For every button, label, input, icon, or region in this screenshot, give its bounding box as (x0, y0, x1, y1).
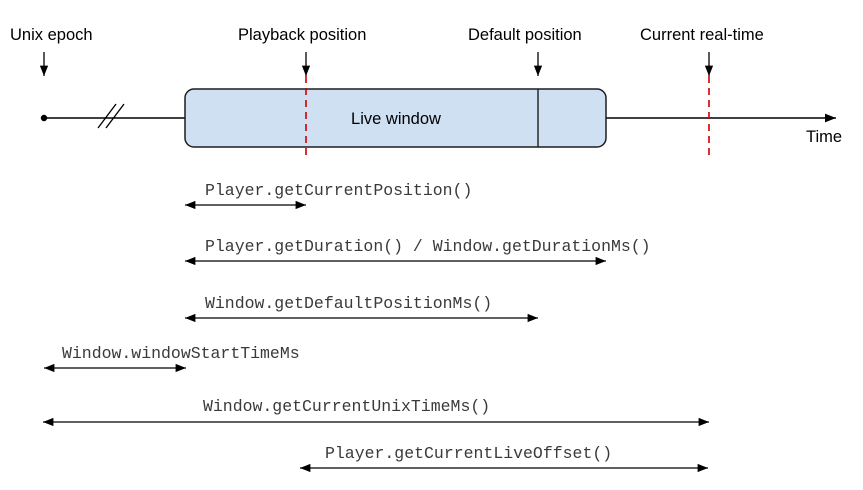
measurement-label-window-get-current-unix-time-ms: Window.getCurrentUnixTimeMs() (203, 397, 490, 416)
marker-unix-epoch: Unix epoch (10, 26, 93, 76)
measurement-label-player-get-current-live-offset: Player.getCurrentLiveOffset() (325, 444, 612, 463)
measurement-window-get-current-unix-time-ms: Window.getCurrentUnixTimeMs() (43, 397, 709, 427)
live-window-rect[interactable] (184, 88, 607, 148)
measurement-player-get-current-position: Player.getCurrentPosition() (185, 181, 472, 210)
marker-label-playback-position: Playback position (238, 26, 366, 44)
live-window-box[interactable]: Live window (184, 88, 607, 148)
measurement-label-window-window-start-time-ms: Window.windowStartTimeMs (62, 344, 300, 363)
measurement-player-get-current-live-offset: Player.getCurrentLiveOffset() (300, 444, 708, 473)
marker-default-position: Default position (468, 26, 582, 76)
measurement-label-window-get-default-position-ms: Window.getDefaultPositionMs() (205, 294, 492, 313)
marker-current-real-time: Current real-time (640, 26, 764, 76)
marker-playback-position: Playback position (238, 26, 366, 76)
measurement-label-player-get-duration: Player.getDuration() / Window.getDuratio… (205, 237, 651, 256)
measurement-label-player-get-current-position: Player.getCurrentPosition() (205, 181, 472, 200)
marker-label-default-position: Default position (468, 26, 582, 44)
axis-break-icon (97, 103, 125, 129)
measurement-player-get-duration: Player.getDuration() / Window.getDuratio… (185, 237, 651, 266)
axis-label-time: Time (806, 128, 842, 146)
marker-label-current-real-time: Current real-time (640, 26, 764, 44)
live-window-label: Live window (351, 110, 441, 128)
marker-label-unix-epoch: Unix epoch (10, 26, 93, 44)
time-axis: Time (40, 103, 842, 146)
measurement-window-window-start-time-ms: Window.windowStartTimeMs (44, 344, 300, 373)
measurement-window-get-default-position-ms: Window.getDefaultPositionMs() (185, 294, 538, 323)
